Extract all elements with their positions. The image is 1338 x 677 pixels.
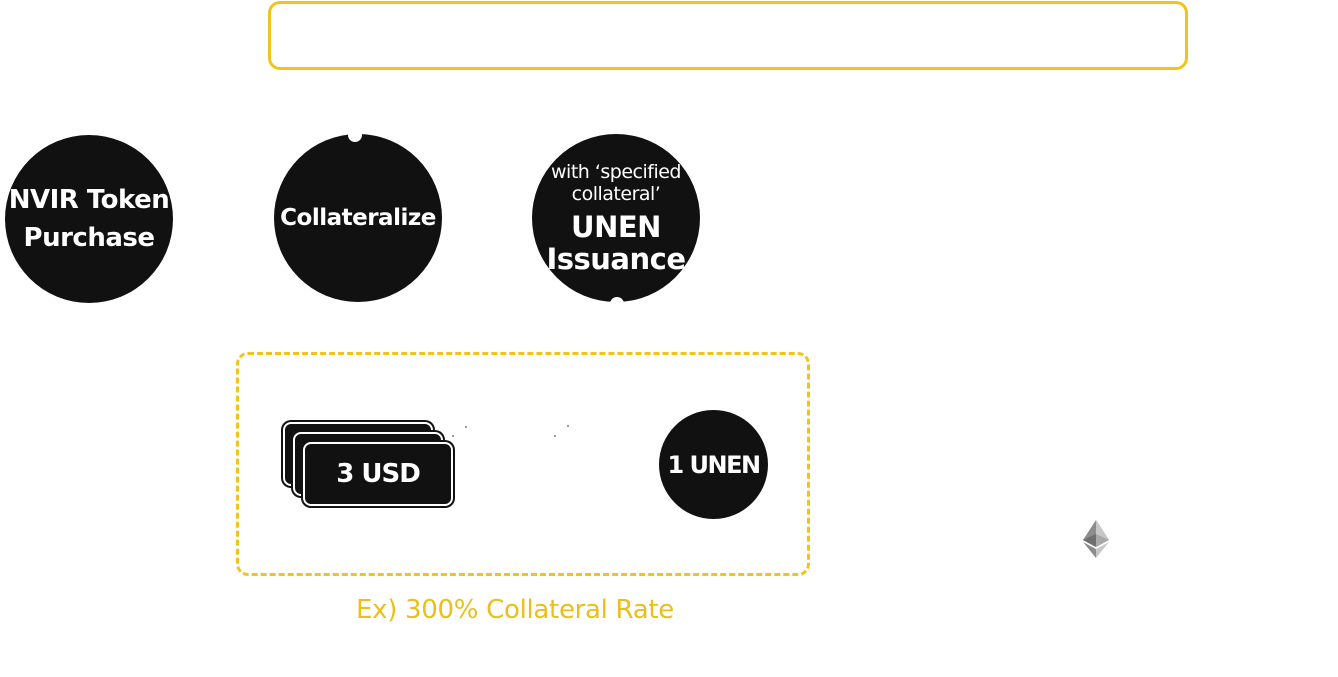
top-banner — [268, 1, 1188, 70]
collateral-rate-caption: Ex) 300% Collateral Rate — [356, 595, 674, 625]
step-label-line: Collateralize — [280, 205, 436, 231]
step-label-line: NVIR Token — [8, 185, 170, 215]
issued-amount-label: 1 UNEN — [667, 450, 761, 479]
speck — [554, 435, 556, 437]
step-sublabel-line: with ‘specified — [551, 161, 681, 183]
speck — [452, 435, 454, 437]
speck — [465, 426, 467, 428]
step-label-line: Purchase — [23, 223, 155, 253]
usd-bill: 3 USD — [303, 442, 453, 506]
unen-coin: 1 UNEN — [659, 410, 768, 519]
collateral-amount-label: 3 USD — [336, 459, 421, 489]
step-label-line: Issuance — [546, 242, 686, 276]
collateral-example-box — [236, 352, 810, 576]
step-sublabel-line: collateral’ — [571, 183, 661, 205]
connector-dot — [348, 128, 362, 142]
ethereum-icon — [1083, 520, 1109, 558]
step-collateralize: Collateralize — [274, 134, 442, 302]
connector-dot — [610, 297, 624, 311]
step-label-line: UNEN — [571, 210, 661, 244]
step-unen-issuance: with ‘specified collateral’ UNEN Issuanc… — [532, 134, 700, 302]
speck — [567, 425, 569, 427]
step-nvir-token-purchase: NVIR Token Purchase — [5, 135, 173, 303]
